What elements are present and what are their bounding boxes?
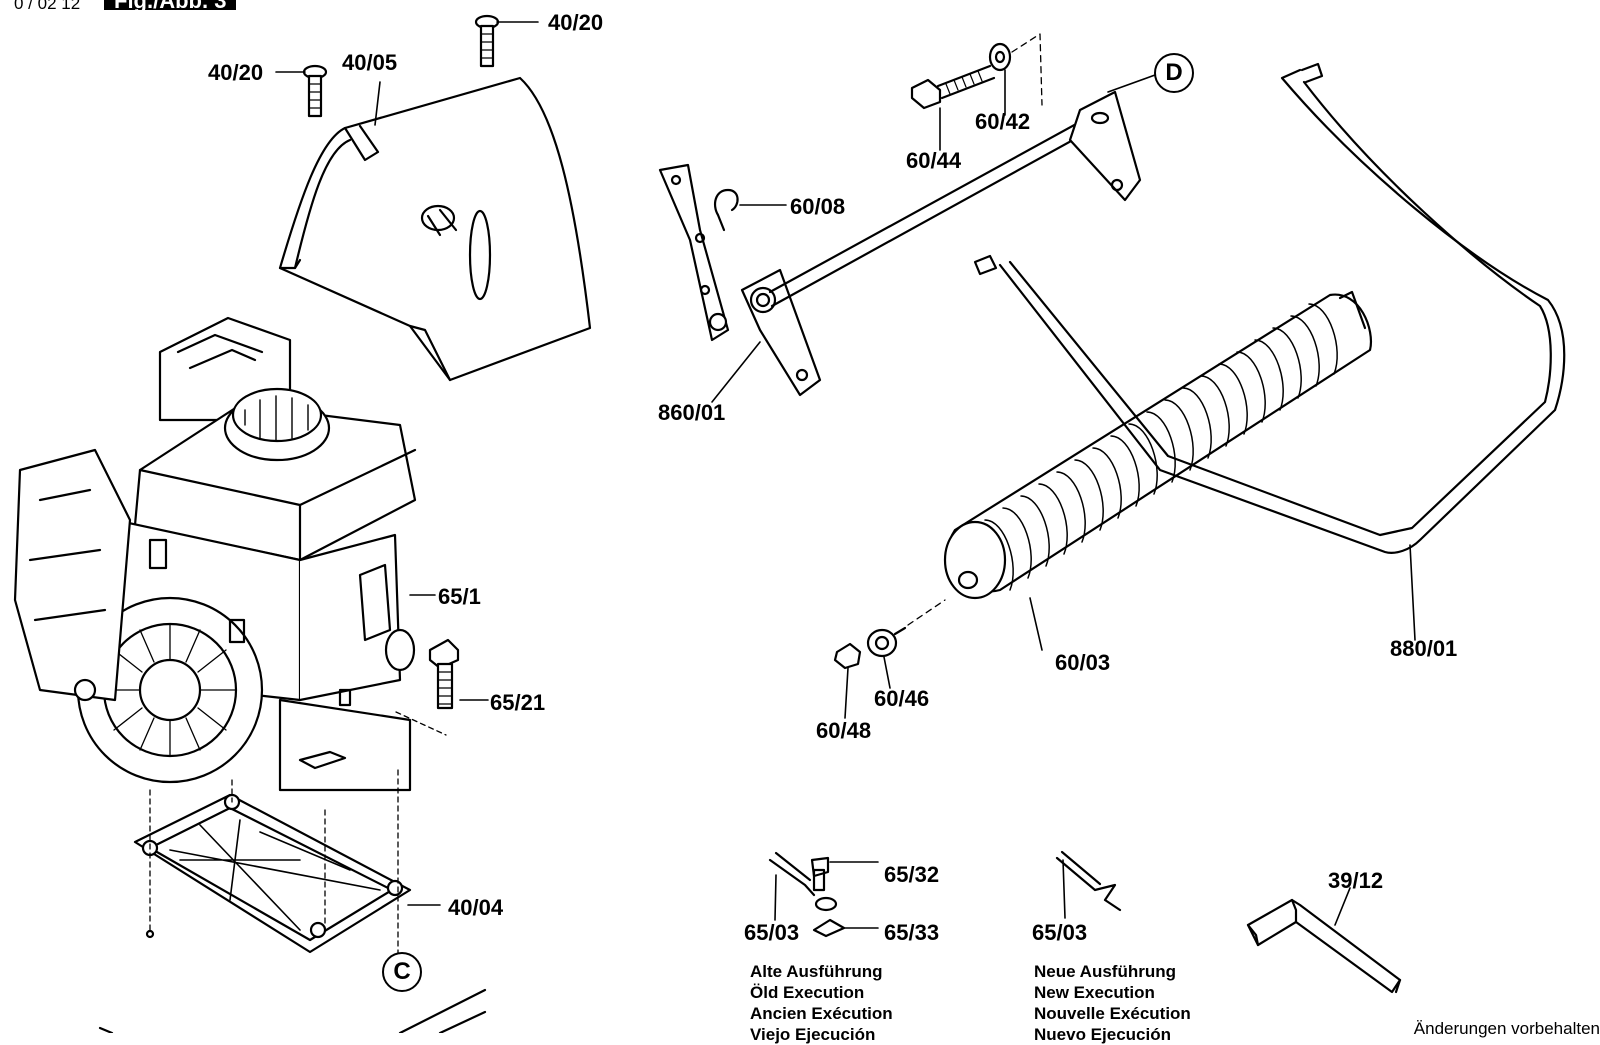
handle-drawing [975,64,1564,553]
callout-40-04: 40/04 [448,895,504,920]
new-execution-note: Neue Ausführung New Execution Nouvelle E… [1034,961,1191,1045]
marker-c: C [382,952,422,992]
cover-drawing [280,78,590,380]
callout-60-08: 60/08 [790,194,846,219]
callout-39-12: 39/12 [1328,868,1384,893]
old-note-en: Öld Execution [750,983,865,1002]
new-note-fr: Nouvelle Exécution [1034,1004,1191,1023]
figure-tag: Fig./Abb. 3 [104,0,237,10]
callout-65-32: 65/32 [884,862,940,887]
roller-drawing [835,292,1371,668]
callout-65-03-new: 65/03 [1032,920,1088,945]
new-note-es: Nuevo Ejecución [1034,1025,1171,1044]
callout-880-01: 880/01 [1390,636,1458,661]
callout-60-46: 60/46 [874,686,930,711]
marker-d: D [1154,53,1194,93]
screws-40-20-drawing [304,16,498,116]
callout-40-20-top: 40/20 [548,10,604,35]
callout-65-03-old: 65/03 [744,920,800,945]
new-note-de: Neue Ausführung [1034,962,1176,981]
leader-lines [276,22,1415,978]
bolt-65-21-drawing [396,640,458,735]
engine-drawing [15,318,415,790]
callout-40-20-left: 40/20 [208,60,264,85]
callout-60-48: 60/48 [816,718,872,743]
axle-assembly-drawing [660,34,1140,395]
new-note-en: New Execution [1034,983,1155,1002]
base-plate-drawing [100,770,485,1033]
changes-reserved-note: Änderungen vorbehalten [1413,1019,1600,1038]
callout-65-21: 65/21 [490,690,546,715]
new-execution-drawing [1057,852,1120,910]
callout-40-05: 40/05 [342,50,398,75]
callout-65-33: 65/33 [884,920,940,945]
old-note-fr: Ancien Exécution [750,1004,893,1023]
old-note-de: Alte Ausführung [750,962,883,981]
page-reference: 0 / 02 12 [14,0,81,13]
hex-key-drawing [1248,900,1400,992]
callout-860-01: 860/01 [658,400,726,425]
callout-60-03: 60/03 [1055,650,1111,675]
callout-60-44: 60/44 [906,148,962,173]
callout-60-42: 60/42 [975,109,1031,134]
old-execution-note: Alte Ausführung Öld Execution Ancien Exé… [750,961,893,1045]
old-note-es: Viejo Ejecución [750,1025,876,1044]
callout-65-1: 65/1 [438,584,481,609]
